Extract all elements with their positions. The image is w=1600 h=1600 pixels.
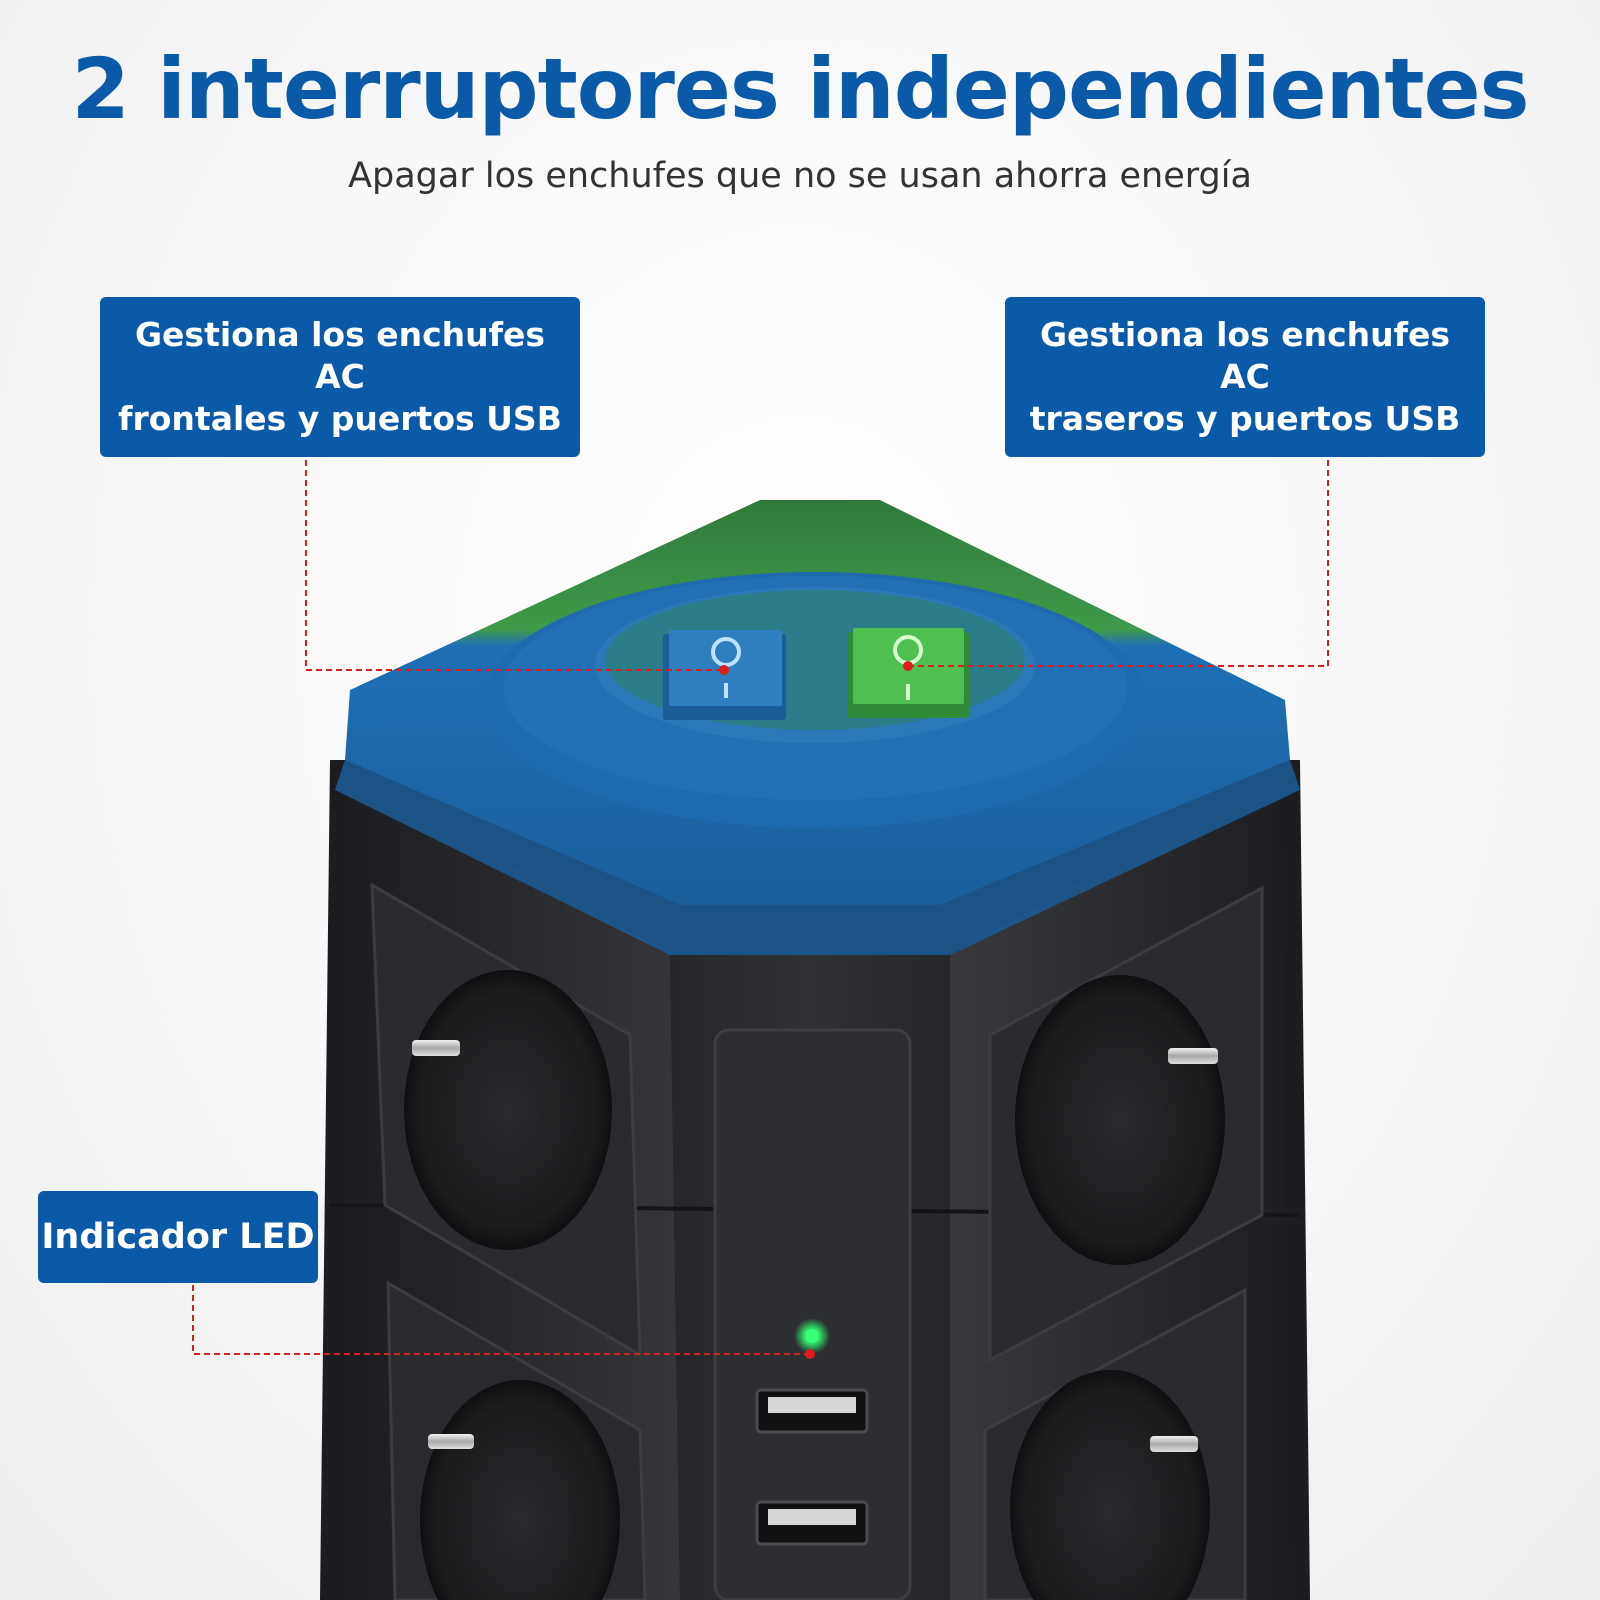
- page-title: 2 interruptores independientes: [71, 40, 1529, 138]
- socket-rear-right-bottom: [983, 1287, 1247, 1600]
- callout-led-indicator: Indicador LED: [38, 1191, 318, 1283]
- leader-line-led: [192, 1285, 810, 1355]
- front-switch: [663, 630, 786, 720]
- socket-rear-right-top: [988, 885, 1264, 1363]
- leader-dot-led: [805, 1349, 815, 1359]
- callout-front-switch: Gestiona los enchufes AC frontales y pue…: [100, 297, 580, 457]
- callout-led-label: Indicador LED: [41, 1217, 315, 1257]
- leader-line-rear-switch: [908, 460, 1329, 667]
- callout-front-line1: Gestiona los enchufes AC: [134, 315, 546, 396]
- socket-front-left-bottom: [386, 1280, 647, 1600]
- callout-rear-line2: traseros y puertos USB: [1029, 399, 1461, 438]
- callout-rear-line1: Gestiona los enchufes AC: [1039, 315, 1451, 396]
- socket-front-left-top: [370, 882, 642, 1358]
- usb-port-1: [755, 1388, 869, 1434]
- rear-switch: [847, 628, 969, 718]
- leader-dot-rear-switch: [903, 661, 913, 671]
- leader-dot-front-switch: [719, 665, 729, 675]
- leader-line-front-switch: [305, 460, 724, 671]
- callout-rear-switch: Gestiona los enchufes AC traseros y puer…: [1005, 297, 1485, 457]
- callout-front-line2: frontales y puertos USB: [118, 399, 562, 438]
- usb-panel: [713, 1028, 912, 1600]
- usb-port-2: [755, 1500, 869, 1546]
- page-subtitle: Apagar los enchufes que no se usan ahorr…: [348, 156, 1252, 196]
